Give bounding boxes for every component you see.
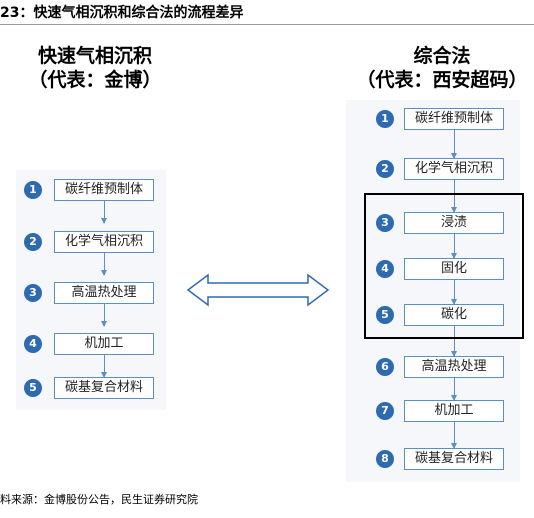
- right-connector-arrow-6: [451, 378, 457, 401]
- left-step-box-1: 碳纤维预制体: [54, 179, 154, 201]
- right-connector-arrow-2: [451, 180, 457, 213]
- source-note: 料来源：金博股份公告，民生证券研究院: [0, 493, 198, 506]
- right-connector-arrow-3: [451, 234, 457, 259]
- right-step-number-2: 2: [376, 160, 394, 178]
- left-step-number-2: 2: [24, 233, 42, 251]
- right-step-box-4: 固化: [404, 258, 504, 280]
- left-step-box-5: 碳基复合材料: [54, 377, 154, 399]
- left-connector-arrow-2: [101, 253, 107, 276]
- left-connector-arrow-3: [101, 304, 107, 327]
- right-step-number-8: 8: [376, 450, 394, 468]
- left-step-number-4: 4: [24, 335, 42, 353]
- right-heading-line1: 综合法: [413, 45, 471, 67]
- right-connector-arrow-5: [451, 326, 457, 357]
- right-heading: 综合法 （代表：西安超码）: [350, 44, 534, 92]
- right-connector-arrow-1: [451, 130, 457, 159]
- right-step-box-6: 高温热处理: [404, 356, 504, 378]
- right-step-box-7: 机加工: [404, 400, 504, 422]
- right-step-number-6: 6: [376, 358, 394, 376]
- right-step-number-5: 5: [376, 306, 394, 324]
- right-heading-line2: （代表：西安超码）: [356, 69, 528, 91]
- left-step-number-3: 3: [24, 284, 42, 302]
- left-step-box-3: 高温热处理: [54, 282, 154, 304]
- left-heading-line1: 快速气相沉积: [37, 45, 152, 67]
- left-step-number-1: 1: [24, 181, 42, 199]
- double-headed-arrow-shape: [186, 273, 330, 307]
- right-step-number-4: 4: [376, 260, 394, 278]
- right-connector-arrow-7: [451, 422, 457, 449]
- title-divider: [0, 24, 534, 25]
- double-headed-arrow-icon: [186, 273, 330, 307]
- right-process-panel: 1 碳纤维预制体 2 化学气相沉积 3 浸渍 4 固化 5 碳化 6 高温热处理…: [346, 100, 520, 482]
- left-heading-line2: （代表：金博）: [28, 69, 162, 91]
- left-step-box-2: 化学气相沉积: [54, 231, 154, 253]
- left-step-number-5: 5: [24, 379, 42, 397]
- right-step-number-7: 7: [376, 402, 394, 420]
- right-step-box-8: 碳基复合材料: [404, 448, 504, 470]
- left-process-panel: 1 碳纤维预制体 2 化学气相沉积 3 高温热处理 4 机加工 5 碳基复合材料: [16, 170, 166, 410]
- right-step-box-1: 碳纤维预制体: [404, 108, 504, 130]
- highlight-frame: [364, 193, 524, 339]
- right-connector-arrow-4: [451, 280, 457, 305]
- left-connector-arrow-4: [101, 355, 107, 378]
- right-step-box-5: 碳化: [404, 304, 504, 326]
- left-step-box-4: 机加工: [54, 333, 154, 355]
- right-step-box-3: 浸渍: [404, 212, 504, 234]
- right-step-number-1: 1: [376, 110, 394, 128]
- figure-title: 23：快速气相沉积和综合法的流程差异: [0, 5, 244, 21]
- left-heading: 快速气相沉积 （代表：金博）: [20, 44, 170, 92]
- left-connector-arrow-1: [101, 201, 107, 224]
- right-step-box-2: 化学气相沉积: [404, 158, 504, 180]
- right-step-number-3: 3: [376, 214, 394, 232]
